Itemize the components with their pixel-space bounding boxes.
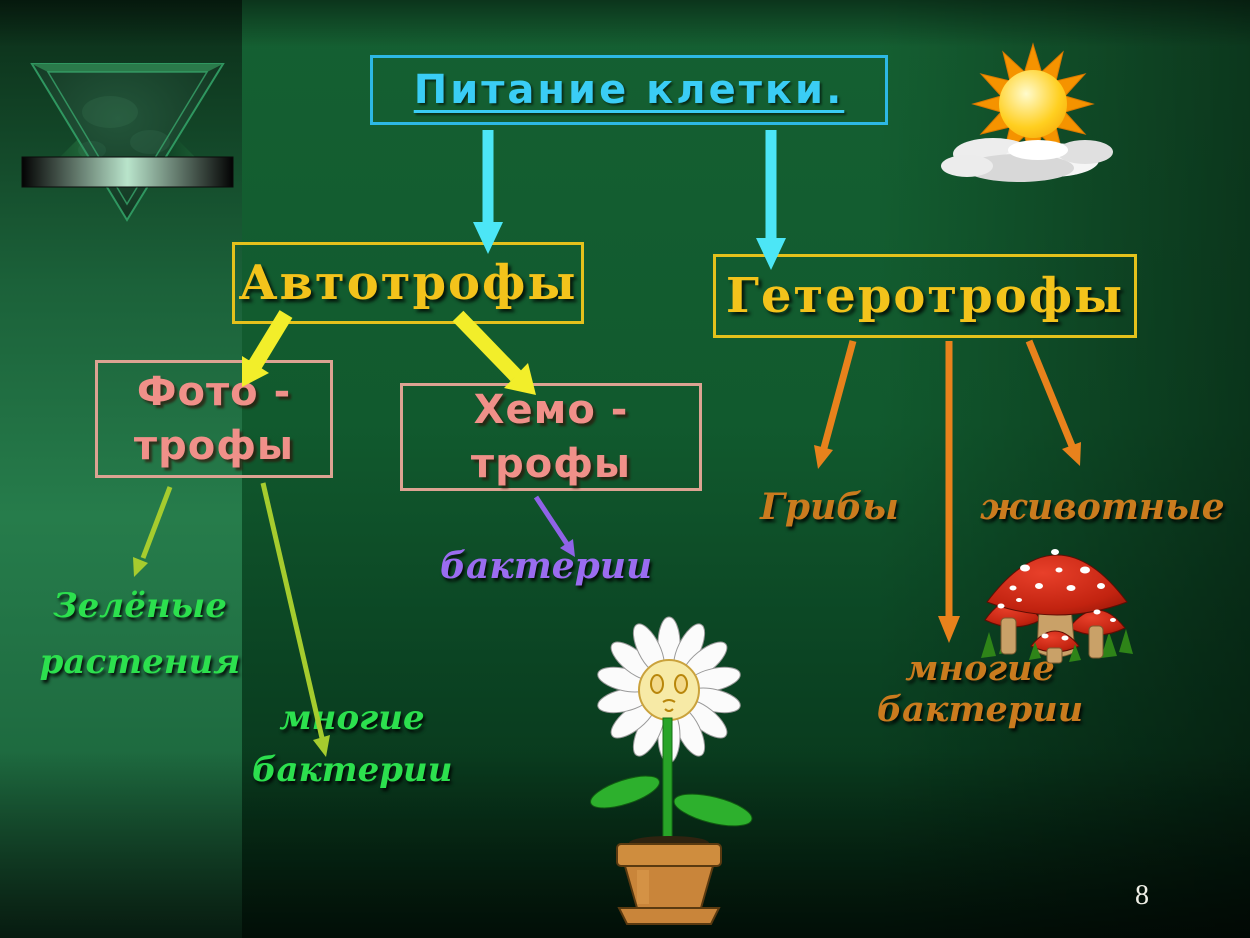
heterotrophs-box: Гетеротрофы xyxy=(713,254,1137,338)
phototrophs-box: Фото - трофы xyxy=(95,360,333,478)
green-plants-label: Зелёные растения xyxy=(39,586,241,682)
many-bacteria-orange-label: многие бактерии xyxy=(876,648,1084,730)
heterotrophs-label: Гетеротрофы xyxy=(725,268,1125,324)
mushrooms-icon xyxy=(981,549,1133,664)
page-number: 8 xyxy=(1135,880,1149,911)
flower-pot-icon xyxy=(590,616,753,925)
phototrophs-label-line2: трофы xyxy=(133,423,295,469)
arrow-heterotrophs-to-animals xyxy=(1025,339,1081,466)
autotrophs-label: Автотрофы xyxy=(238,255,578,311)
arrow-title-to-heterotrophs xyxy=(756,130,786,270)
arrow-heterotrophs-to-many-bacteria xyxy=(938,341,960,643)
animals-label: животные xyxy=(980,486,1225,528)
slide-title: Питание клетки. xyxy=(413,67,845,113)
arrow-heterotrophs-to-fungi xyxy=(814,340,857,469)
chemotrophs-label-line2: трофы xyxy=(470,441,632,487)
autotrophs-box: Автотрофы xyxy=(232,242,584,324)
chemotrophs-box: Хемо - трофы xyxy=(400,383,702,491)
fungi-label: Грибы xyxy=(760,486,899,528)
sun-clouds-icon xyxy=(941,42,1113,182)
title-box: Питание клетки. xyxy=(370,55,888,125)
chemotrophs-label-line1: Хемо - xyxy=(473,387,629,433)
bacteria-label: бактерии xyxy=(440,545,653,587)
triangle-logo-icon xyxy=(21,63,234,222)
many-bacteria-green-label: многие бактерии xyxy=(252,698,453,790)
phototrophs-label-line1: Фото - xyxy=(136,369,292,415)
arrow-title-to-autotrophs xyxy=(473,130,503,254)
